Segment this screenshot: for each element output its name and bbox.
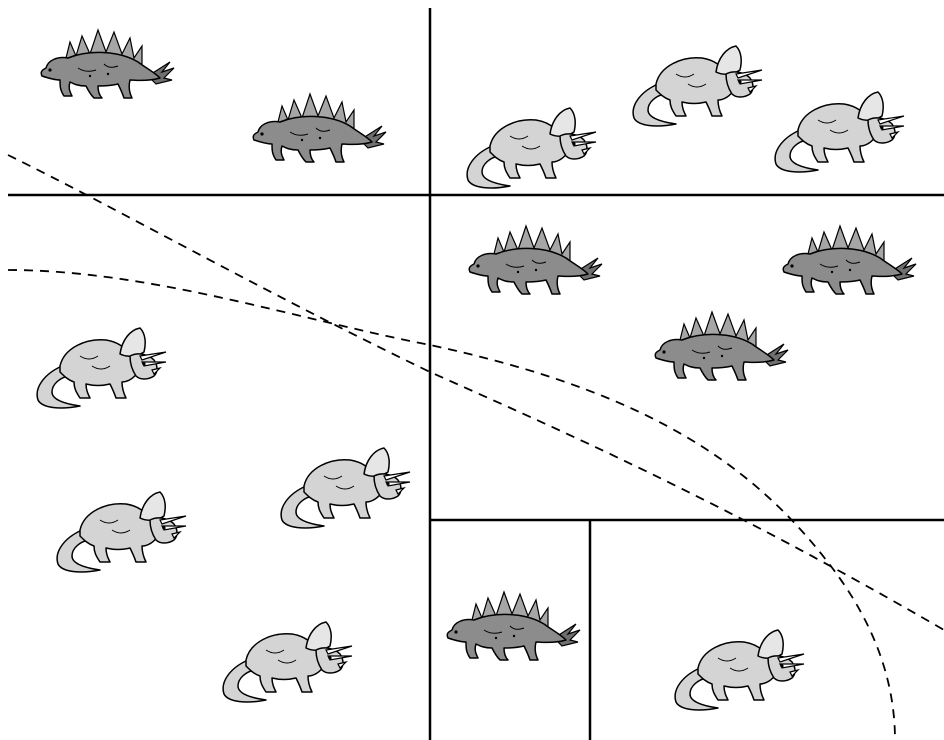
triceratops-icon <box>222 621 353 703</box>
triceratops-icon <box>56 491 187 573</box>
stegosaurus-icon <box>40 29 175 99</box>
stegosaurus-icon <box>446 591 581 661</box>
stegosaurus-icon <box>468 225 603 295</box>
triceratops-icon <box>674 629 805 711</box>
stegosaurus-icon <box>252 93 387 163</box>
triceratops-icon <box>280 447 411 529</box>
dashed-boundary-curves <box>7 154 944 740</box>
triceratops-icon <box>632 45 763 127</box>
triceratops-icon <box>774 91 905 173</box>
triceratops-icon <box>36 327 167 409</box>
solid-partition-lines <box>8 8 944 740</box>
dashed-curve-2 <box>7 269 896 740</box>
stegosaurus-icon <box>654 311 789 381</box>
triceratops-icon <box>466 107 597 189</box>
dinosaurs <box>36 29 917 711</box>
stegosaurus-icon <box>782 225 917 295</box>
dashed-curve-1 <box>7 154 944 631</box>
